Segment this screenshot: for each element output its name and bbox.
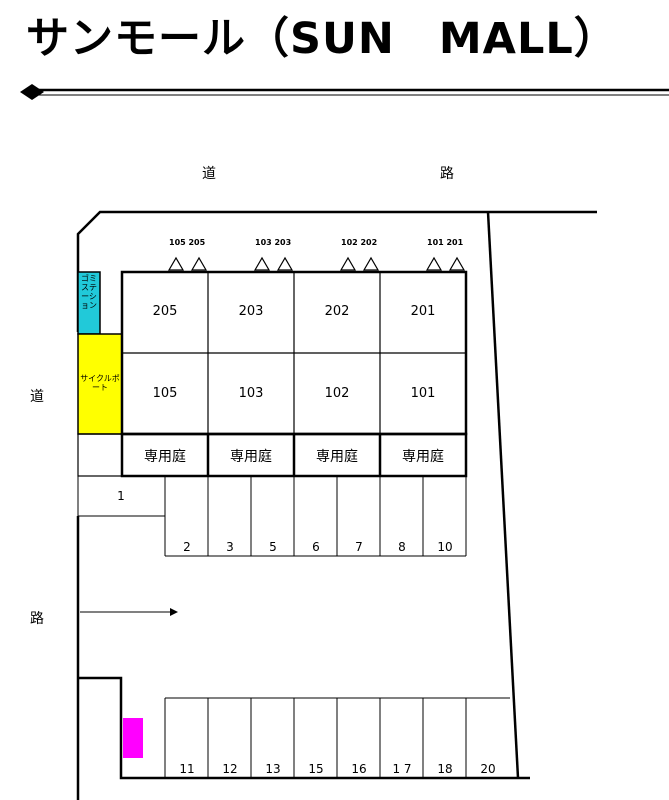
meter-label: 102 202 [341, 238, 378, 247]
unit-number: 205 [152, 304, 178, 319]
arrow-right-icon [170, 608, 178, 616]
unit-number: 203 [238, 304, 264, 319]
parking-number: 8 [398, 540, 406, 554]
unit-number: 102 [324, 386, 350, 401]
unit-number: 202 [324, 304, 350, 319]
meter-triangles [167, 256, 466, 271]
parking-number: 16 [351, 762, 367, 776]
parking-number: 10 [437, 540, 453, 554]
site-boundary [76, 210, 597, 800]
unit-number: 105 [152, 386, 178, 401]
parking-number: 15 [308, 762, 324, 776]
private-garden-label: 専用庭 [144, 449, 186, 465]
meter-label: 103 203 [255, 238, 292, 247]
building [120, 270, 468, 436]
private-garden-label: 専用庭 [316, 449, 358, 465]
parking-number: 13 [265, 762, 281, 776]
cycle-port-box [77, 333, 123, 435]
parking-number: 6 [312, 540, 320, 554]
road-label-side-bottom: 路 [30, 611, 44, 627]
diamond-icon [20, 84, 44, 100]
parking-row-2 [164, 697, 510, 778]
parking-number: 1 [117, 489, 125, 503]
meter-label: 101 201 [427, 238, 464, 247]
parking-number: 12 [222, 762, 238, 776]
road-label-top-left: 道 [202, 166, 216, 182]
parking-row-1 [77, 476, 467, 557]
private-garden-label: 専用庭 [230, 449, 272, 465]
access-arrow [76, 516, 178, 678]
parking-number: 1 7 [392, 762, 412, 776]
parking-number: 20 [480, 762, 496, 776]
parking-number: 11 [179, 762, 195, 776]
unit-number: 103 [238, 386, 264, 401]
road-label-top-right: 路 [440, 166, 454, 182]
parking-number: 7 [355, 540, 363, 554]
private-garden-label: 専用庭 [402, 449, 444, 465]
parking-number: 2 [183, 540, 191, 554]
cycle-port-label: サイクルポート [80, 374, 120, 392]
magenta-marker [123, 718, 143, 758]
parking-number: 3 [226, 540, 234, 554]
page-title: サンモール（SUN MALL） [26, 14, 618, 64]
parking-number: 18 [437, 762, 453, 776]
road-label-side-top: 道 [30, 389, 44, 405]
unit-number: 201 [410, 304, 436, 319]
meter-label: 105 205 [169, 238, 206, 247]
parking-number: 5 [269, 540, 277, 554]
title-underline [20, 84, 669, 100]
garbage-station-label: ゴミステーション [81, 274, 97, 310]
unit-number: 101 [410, 386, 436, 401]
